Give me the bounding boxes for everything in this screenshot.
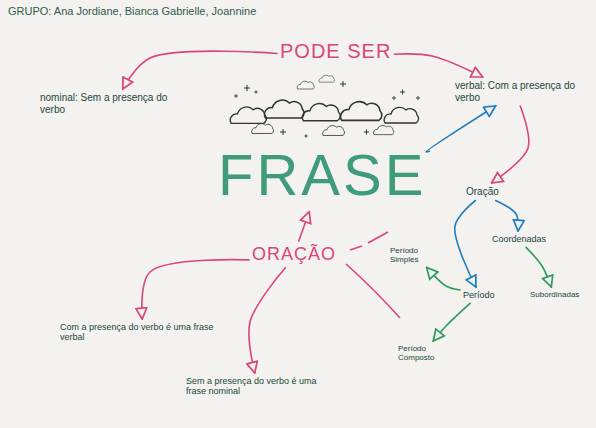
heading-label: PODE SER: [280, 40, 391, 63]
node-text: Sem a presença do verbo é uma frase nomi…: [186, 376, 326, 397]
sparkle: [280, 129, 286, 135]
sparkle: [400, 90, 405, 95]
stroke: [346, 264, 400, 318]
group-title: GRUPO: Ana Jordiane, Bianca Gabrielle, J…: [8, 5, 256, 17]
dot: [393, 97, 395, 99]
node-text: Subordinadas: [530, 290, 579, 299]
dot: [255, 91, 257, 93]
cloud: [384, 107, 418, 123]
concept-note: verbal: Com a presença do verbo: [455, 80, 580, 103]
node-text: verbal: Com a presença do verbo: [455, 80, 580, 103]
stroke: [368, 232, 388, 243]
cloud: [230, 107, 266, 123]
concept-note: nominal: Sem a presença do verbo: [40, 92, 180, 115]
cloud: [373, 125, 393, 134]
concept-label: Subordinadas: [530, 290, 579, 299]
cloud: [252, 124, 274, 134]
node-text: Com a presença do verbo é uma frase verb…: [60, 322, 220, 343]
concept-label: Período Simples: [390, 246, 438, 264]
concept-note: Com a presença do verbo é uma frase verb…: [60, 322, 220, 343]
cloud: [323, 126, 345, 136]
concept-note: Sem a presença do verbo é uma frase nomi…: [186, 376, 326, 397]
heading-label: ORAÇÃO: [252, 244, 336, 265]
concept-label: Período Composto: [398, 344, 448, 362]
node-text: Período: [463, 290, 495, 300]
concept-arrow: [492, 106, 529, 183]
concept-arrow: [249, 268, 285, 373]
node-text: Período Simples: [390, 246, 438, 264]
dot: [417, 97, 419, 99]
node-text: Período Composto: [398, 344, 448, 362]
sparkles: [235, 81, 419, 137]
cloud: [264, 100, 304, 118]
node-text: FRASE: [218, 142, 426, 209]
node-text: Coordenadas: [492, 234, 546, 244]
cloud: [297, 81, 314, 89]
node-text: Oração: [466, 186, 499, 198]
concept-label: Oração: [466, 186, 499, 198]
stroke: [350, 246, 362, 250]
concept-arrow: [433, 303, 470, 341]
concept-arrow: [426, 106, 496, 152]
concept-arrow: [123, 51, 277, 89]
sparkle: [340, 81, 346, 87]
concept-arrow: [142, 260, 249, 319]
node-text: PODE SER: [280, 40, 391, 63]
dot: [235, 95, 237, 97]
node-text: ORAÇÃO: [252, 244, 336, 265]
concept-label: Coordenadas: [492, 234, 546, 244]
concept-arrow: [455, 201, 476, 288]
cloud: [341, 102, 382, 121]
dot: [305, 135, 307, 137]
cloud: [302, 104, 340, 121]
cloud: [319, 75, 334, 82]
sparkle: [364, 130, 369, 135]
concept-arrow: [496, 201, 519, 232]
central-concept: FRASE: [218, 142, 426, 209]
concept-arrow: [526, 247, 551, 287]
concept-arrow: [299, 212, 309, 241]
node-text: nominal: Sem a presença do verbo: [40, 92, 180, 115]
sparkle: [244, 85, 250, 91]
oracao-strokes: [346, 232, 400, 318]
concept-label: Período: [463, 290, 495, 300]
concept-arrow: [394, 54, 482, 77]
clouds: [230, 75, 418, 135]
concept-arrow: [427, 267, 460, 290]
